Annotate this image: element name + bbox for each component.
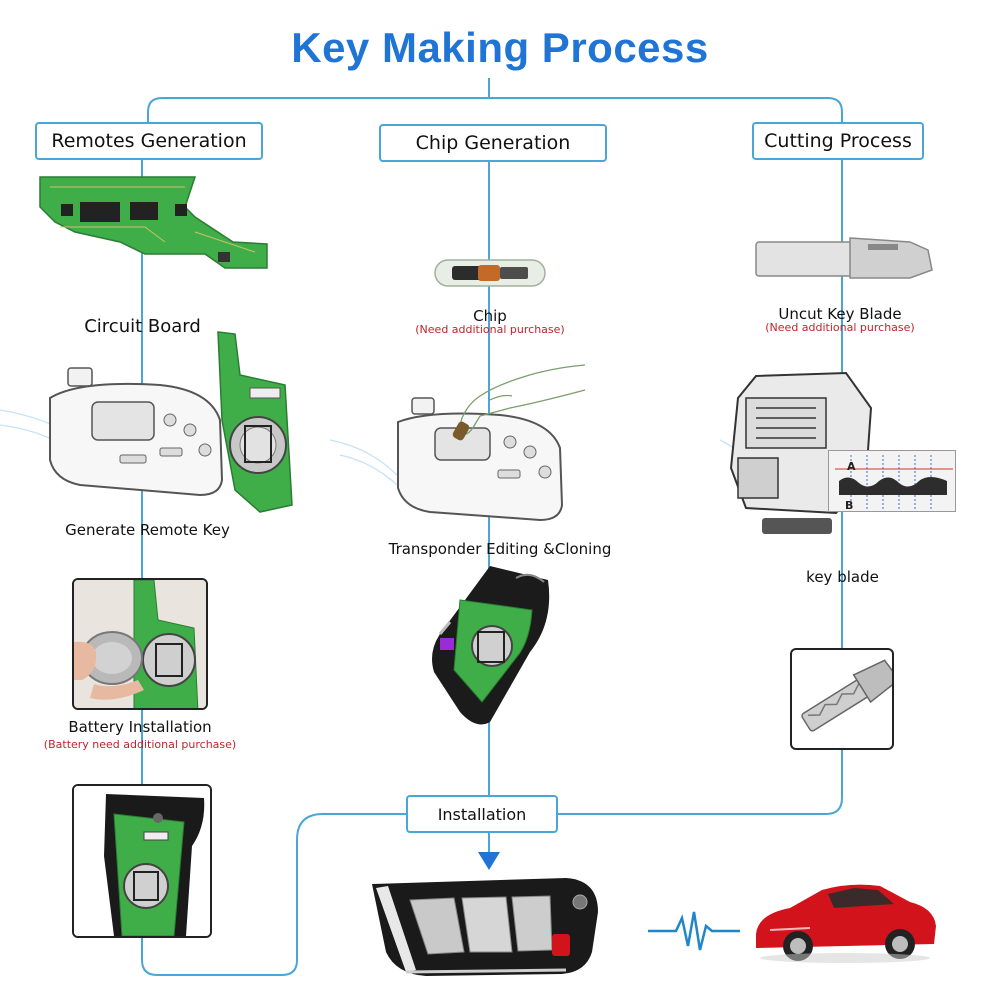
remote-pcb-icon bbox=[217, 331, 293, 513]
battery-installation-label: Battery Installation bbox=[68, 718, 212, 736]
chip-label: Chip bbox=[473, 307, 507, 325]
circuit-board-label: Circuit Board bbox=[84, 316, 201, 337]
hand-icon bbox=[452, 364, 586, 441]
chip-generation-header-label: Chip Generation bbox=[415, 132, 571, 154]
signal-wave-icon bbox=[648, 911, 740, 951]
uncut-key-blade-label: Uncut Key Blade bbox=[778, 305, 902, 323]
chip-generation-header: Chip Generation bbox=[379, 124, 607, 162]
battery-installation-image bbox=[72, 578, 208, 710]
generate-remote-key-label: Generate Remote Key bbox=[65, 521, 230, 539]
remotes-generation-header-label: Remotes Generation bbox=[51, 130, 247, 152]
cutting-process-header-label: Cutting Process bbox=[764, 130, 912, 152]
circuit-board-icon bbox=[39, 176, 268, 269]
programmer-device-icon bbox=[397, 397, 564, 522]
key-blade-label: key blade bbox=[806, 568, 879, 586]
installation-label: Installation bbox=[437, 804, 527, 824]
remotes-generation-header: Remotes Generation bbox=[35, 122, 263, 160]
chip-note: (Need additional purchase) bbox=[415, 323, 565, 336]
battery-note: (Battery need additional purchase) bbox=[43, 738, 237, 751]
installation-box: Installation bbox=[406, 795, 558, 833]
chip-icon bbox=[434, 259, 546, 287]
cutting-process-header: Cutting Process bbox=[752, 122, 924, 160]
page-title: Key Making Process bbox=[291, 24, 709, 71]
transponder-editing-label: Transponder Editing &Cloning bbox=[388, 540, 612, 558]
cut-key-blade-image bbox=[790, 648, 894, 750]
key-blade-graph: A B bbox=[828, 450, 956, 512]
key-blade-icon bbox=[755, 237, 933, 279]
programmer-device-icon bbox=[49, 367, 224, 497]
flip-key-icon bbox=[432, 566, 550, 725]
flip-key-icon bbox=[372, 878, 598, 976]
blade-note: (Need additional purchase) bbox=[765, 321, 915, 334]
down-arrow-icon bbox=[478, 852, 500, 870]
graph-mark-b: B bbox=[845, 499, 854, 512]
remote-shell-image bbox=[72, 784, 212, 938]
car-icon bbox=[756, 884, 936, 963]
graph-mark-a: A bbox=[847, 460, 856, 473]
